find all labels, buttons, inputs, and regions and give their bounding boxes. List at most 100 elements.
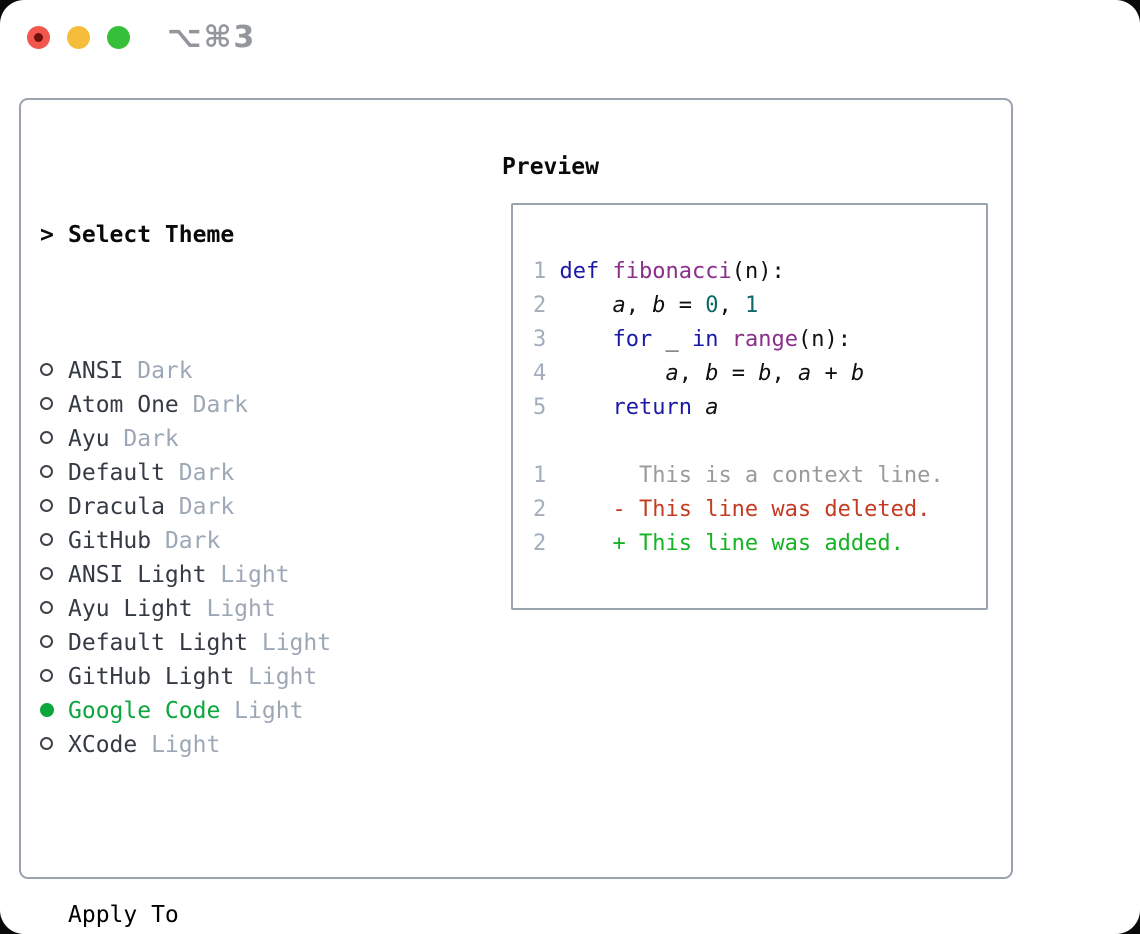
code-token: + This line was added. <box>559 531 904 556</box>
code-token: for <box>612 327 653 352</box>
code-token: , <box>678 361 706 386</box>
apply-to-header: Apply To <box>40 898 428 932</box>
code-line <box>533 425 944 459</box>
apply-to-title: Apply To <box>68 902 179 928</box>
code-token: b <box>758 361 772 386</box>
theme-name: Dracula <box>68 494 165 520</box>
theme-option-atom-one[interactable]: Atom One Dark <box>40 388 428 422</box>
code-token: a <box>797 361 812 386</box>
code-token <box>546 531 559 556</box>
code-line: 5 return a <box>533 391 944 425</box>
theme-name: Ayu Light <box>68 596 193 622</box>
theme-option-ansi-light[interactable]: ANSI Light Light <box>40 558 428 592</box>
close-button[interactable] <box>27 26 50 49</box>
theme-variant: Light <box>220 698 304 724</box>
code-token <box>546 463 559 488</box>
code-token <box>546 361 559 386</box>
theme-variant: Dark <box>178 392 249 418</box>
code-token <box>546 327 559 352</box>
code-token <box>546 395 559 420</box>
theme-name: Default Light <box>68 630 249 656</box>
theme-option-google-code[interactable]: Google Code Light <box>40 694 428 728</box>
blank-line <box>533 429 546 454</box>
theme-name: Google Code <box>68 698 221 724</box>
theme-option-dracula[interactable]: Dracula Dark <box>40 490 428 524</box>
line-number: 5 <box>533 395 547 420</box>
radio-icon <box>40 524 68 558</box>
code-token: This is a context line. <box>559 463 944 488</box>
theme-option-default[interactable]: Default Dark <box>40 456 428 490</box>
code-token <box>560 293 613 318</box>
theme-variant: Dark <box>164 494 235 520</box>
code-line: 3 for _ in range(n): <box>533 323 944 357</box>
code-line: 2 a, b = 0, 1 <box>533 289 944 323</box>
code-line: 1 def fibonacci(n): <box>533 255 944 289</box>
zoom-button[interactable] <box>107 26 130 49</box>
record-dot-icon <box>34 33 43 42</box>
radio-icon <box>40 728 68 762</box>
theme-option-ayu[interactable]: Ayu Dark <box>40 422 428 456</box>
theme-variant: Light <box>234 664 318 690</box>
theme-option-ansi[interactable]: ANSI Dark <box>40 354 428 388</box>
line-number: 2 <box>533 531 547 556</box>
theme-variant: Dark <box>164 460 235 486</box>
radio-icon <box>40 388 68 422</box>
code-token: = <box>718 361 759 386</box>
select-theme-header: > Select Theme <box>40 218 428 252</box>
code-token: (n): <box>731 259 785 284</box>
theme-name: ANSI <box>68 358 124 384</box>
theme-option-xcode[interactable]: XCode Light <box>40 728 428 762</box>
code-token <box>560 327 613 352</box>
code-token: , <box>771 361 798 386</box>
theme-variant: Light <box>206 562 290 588</box>
theme-name: Atom One <box>68 392 179 418</box>
radio-icon <box>40 660 68 694</box>
line-number: 2 <box>533 293 547 318</box>
code-line: 1 This is a context line. <box>533 459 944 493</box>
code-token: , <box>625 293 653 318</box>
code-line: 2 + This line was added. <box>533 527 944 561</box>
code-token: 0 <box>705 293 719 318</box>
code-token: a <box>665 361 679 386</box>
line-number: 4 <box>533 361 547 386</box>
theme-name: GitHub <box>68 528 152 554</box>
theme-option-github-light[interactable]: GitHub Light Light <box>40 660 428 694</box>
code-token: (n): <box>797 327 851 352</box>
code-token: = <box>665 293 706 318</box>
radio-selected-icon <box>40 694 68 728</box>
code-token: def <box>559 259 600 284</box>
cursor-arrow-icon: > <box>40 222 54 248</box>
code-token: _ <box>652 327 692 352</box>
radio-icon <box>40 422 68 456</box>
minimize-button[interactable] <box>67 26 90 49</box>
line-number: 1 <box>533 463 547 488</box>
line-number: 2 <box>533 497 547 522</box>
code-token: - This line was deleted. <box>559 497 931 522</box>
line-number: 1 <box>533 259 547 284</box>
theme-name: XCode <box>68 732 138 758</box>
line-number: 3 <box>533 327 547 352</box>
code-token: a <box>612 293 626 318</box>
select-theme-title: Select Theme <box>68 222 235 248</box>
radio-icon <box>40 354 68 388</box>
theme-option-github[interactable]: GitHub Dark <box>40 524 428 558</box>
code-token <box>546 497 559 522</box>
code-token <box>560 395 613 420</box>
theme-option-default-light[interactable]: Default Light Light <box>40 626 428 660</box>
theme-name: Ayu <box>68 426 110 452</box>
theme-variant: Dark <box>109 426 179 452</box>
code-token <box>546 293 559 318</box>
theme-option-ayu-light[interactable]: Ayu Light Light <box>40 592 428 626</box>
radio-icon <box>40 490 68 524</box>
window-title-shortcut: ⌥⌘3 <box>167 20 257 55</box>
code-token: + <box>811 361 851 386</box>
radio-icon <box>40 558 68 592</box>
preview-title: Preview <box>502 154 599 180</box>
code-token <box>599 259 612 284</box>
